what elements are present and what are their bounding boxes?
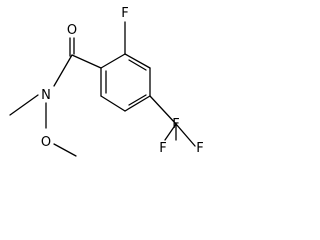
chemical-structure: F O N O F F F [9, 6, 204, 157]
bond-cf3-fluorine-left [164, 123, 177, 141]
oxygen-carbonyl-label: O [67, 23, 77, 38]
benzene-ring [100, 53, 151, 112]
bond-nitrogen-methyl [9, 94, 39, 116]
fluorine-cf3-left-label: F [159, 141, 166, 156]
bond-ring-cf3 [149, 95, 177, 125]
bond-ring-carbonyl [71, 54, 102, 69]
bond-carbonyl-nitrogen [53, 54, 73, 87]
oxygen-methoxy-label: O [41, 135, 51, 150]
ring-bond-1 [100, 53, 126, 69]
fluorine-ring-label: F [121, 6, 128, 21]
ring-bond-4 [124, 95, 151, 112]
bond-oxygen-methyl [53, 143, 77, 157]
fluorine-cf3-right-label: F [196, 141, 203, 156]
trifluoromethyl-group: F F F [159, 117, 203, 156]
bond-cf3-fluorine-right [175, 123, 196, 147]
ring-double-bond-inner-3 [128, 94, 147, 106]
ring-double-bond-inner-2 [128, 59, 147, 71]
fluorine-cf3-top-label: F [172, 117, 179, 132]
ring-bond-5 [100, 95, 126, 112]
nitrogen-label: N [41, 88, 51, 103]
ring-bond-2 [124, 53, 151, 69]
